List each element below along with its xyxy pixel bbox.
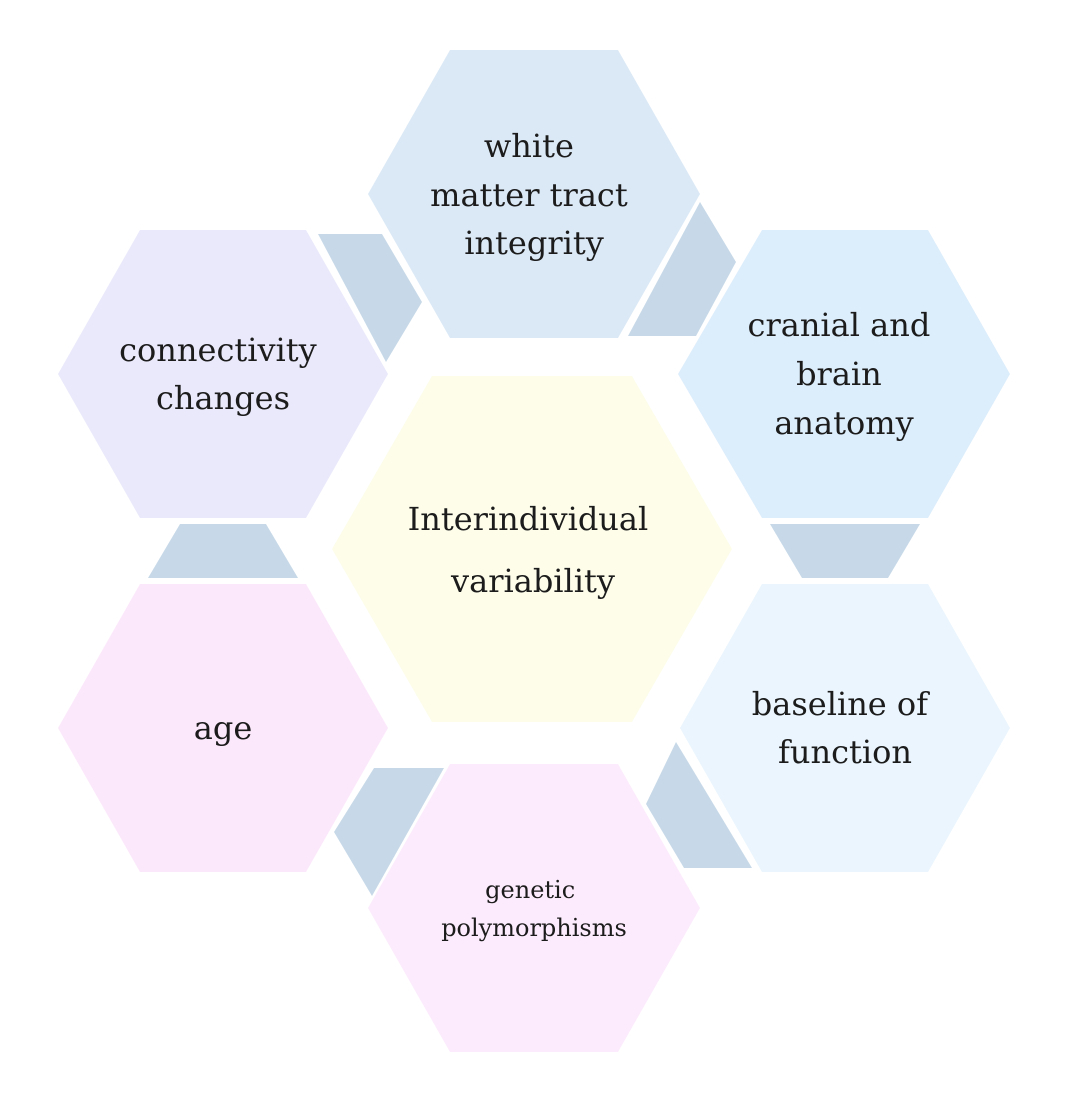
connector-genetic-age — [334, 768, 444, 896]
node-genetic-polymorphisms: genetic polymorphisms — [368, 764, 700, 1052]
label-cranial-anatomy: cranial and brain anatomy — [748, 306, 941, 442]
center-hex-group: Interindividual variability — [332, 376, 732, 722]
hexagon-baseline-function — [680, 584, 1010, 872]
node-cranial-anatomy: cranial and brain anatomy — [678, 230, 1010, 518]
connector-white-cranial — [628, 202, 736, 336]
connector-connectivity-white — [318, 234, 422, 362]
hexagon-genetic-polymorphisms — [368, 764, 700, 1052]
label-line: cranial and — [748, 306, 931, 344]
connector-age-connectivity — [148, 524, 298, 578]
label-line: brain — [796, 355, 882, 393]
node-connectivity-changes: connectivity changes — [58, 230, 388, 518]
center-label: Interindividual variability — [408, 500, 659, 600]
label-baseline-function: baseline of function — [752, 685, 938, 771]
label-line: baseline of — [752, 685, 930, 723]
label-line: matter tract — [430, 176, 628, 214]
center-hexagon — [332, 376, 732, 722]
center-label-line: variability — [450, 562, 615, 600]
label-white-matter: white matter tract integrity — [430, 127, 638, 262]
label-line: age — [194, 709, 253, 747]
node-white-matter: white matter tract integrity — [368, 50, 700, 338]
label-line: genetic — [485, 876, 575, 904]
connectors — [148, 202, 920, 896]
hexagon-white-matter — [368, 50, 700, 338]
label-line: connectivity — [119, 331, 317, 369]
label-line: integrity — [464, 224, 604, 262]
label-age: age — [194, 709, 253, 747]
hexagon-cranial-anatomy — [678, 230, 1010, 518]
label-connectivity-changes: connectivity changes — [119, 331, 327, 417]
center-label-line: Interindividual — [408, 500, 649, 538]
label-line: changes — [156, 379, 290, 417]
label-line: white — [484, 127, 574, 165]
connector-baseline-genetic — [646, 742, 752, 868]
connector-cranial-baseline — [770, 524, 920, 578]
label-line: anatomy — [774, 404, 913, 442]
hexagon-age — [58, 584, 388, 872]
label-line: polymorphisms — [441, 914, 627, 942]
label-genetic-polymorphisms: genetic polymorphisms — [441, 876, 627, 942]
hexagon-connectivity-changes — [58, 230, 388, 518]
node-age: age — [58, 584, 388, 872]
node-baseline-function: baseline of function — [680, 584, 1010, 872]
label-line: function — [778, 733, 912, 771]
